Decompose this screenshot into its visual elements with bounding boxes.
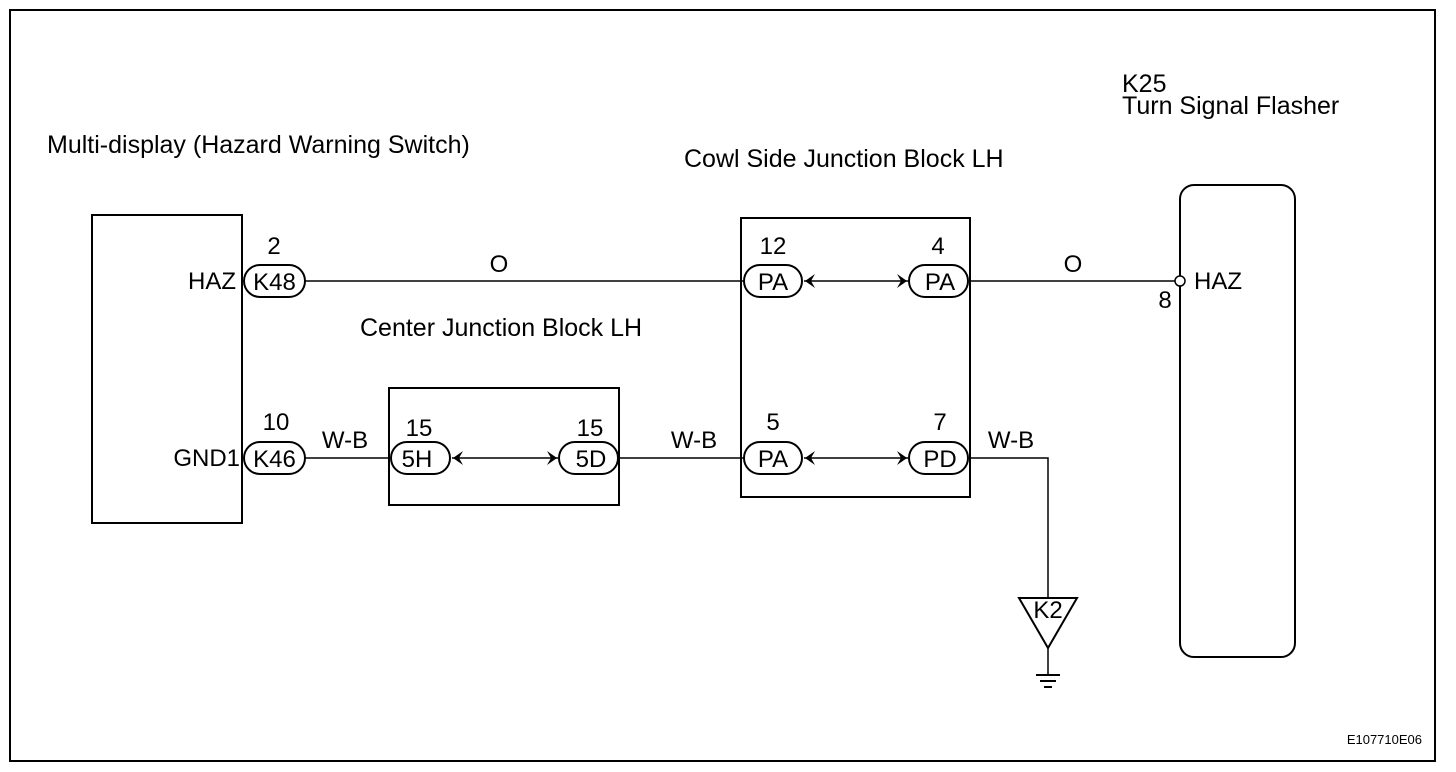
svg-text:5D: 5D — [576, 446, 607, 473]
cw-top-in-pin: 12 — [760, 233, 787, 260]
flasher-title: Turn Signal Flasher — [1122, 92, 1339, 120]
center-jb-box — [388, 387, 620, 506]
flasher-code: K25 — [1122, 70, 1166, 98]
svg-text:PD: PD — [923, 446, 956, 473]
flasher-box — [1179, 184, 1296, 658]
connector-k48: K48 — [243, 264, 306, 298]
wire-color-haz-a: O — [490, 251, 509, 278]
wire-color-gnd-c: W-B — [988, 427, 1034, 454]
cj-in-pin: 15 — [406, 415, 433, 442]
md-gnd-label: GND1 — [173, 445, 240, 472]
multi-display-title: Multi-display (Hazard Warning Switch) — [47, 131, 470, 159]
connector-5h: 5H — [390, 441, 451, 475]
center-jb-title: Center Junction Block LH — [360, 314, 642, 342]
svg-text:PA: PA — [758, 446, 788, 473]
svg-text:PA: PA — [925, 269, 955, 296]
svg-text:5H: 5H — [402, 446, 433, 473]
connector-pa-12: PA — [743, 264, 803, 298]
svg-text:K46: K46 — [253, 446, 296, 473]
figure-id: E107710E06 — [1347, 732, 1422, 747]
connector-pa-4: PA — [908, 264, 969, 298]
connector-k46: K46 — [243, 441, 306, 475]
cw-bot-out-pin: 7 — [933, 409, 946, 436]
cj-out-pin: 15 — [577, 415, 604, 442]
connector-pd-7: PD — [908, 441, 969, 475]
ground-symbol-icon — [1036, 674, 1060, 688]
flasher-haz-terminal — [1174, 275, 1186, 287]
svg-text:K2: K2 — [1033, 597, 1062, 624]
cowl-jb-title: Cowl Side Junction Block LH — [684, 145, 1004, 173]
md-gnd-pin: 10 — [263, 409, 290, 436]
md-haz-label: HAZ — [188, 268, 236, 295]
ground-point-k2: K2 — [1017, 597, 1079, 675]
svg-text:K48: K48 — [253, 269, 296, 296]
wire-gnd-cowl-to-ground — [970, 457, 1049, 598]
svg-text:PA: PA — [758, 269, 788, 296]
multi-display-box — [91, 214, 243, 524]
wire-color-gnd-b: W-B — [671, 427, 717, 454]
wire-color-gnd-a: W-B — [322, 427, 368, 454]
flasher-haz-pin: 8 — [1158, 287, 1171, 314]
connector-5d: 5D — [558, 441, 619, 475]
flasher-haz-label: HAZ — [1194, 268, 1242, 295]
cw-bot-in-pin: 5 — [766, 409, 779, 436]
cw-top-out-pin: 4 — [931, 233, 944, 260]
cowl-jb-box — [740, 217, 971, 498]
wire-color-haz-b: O — [1064, 251, 1083, 278]
diagram-frame — [9, 9, 1436, 762]
md-haz-pin: 2 — [267, 233, 280, 260]
connector-pa-5: PA — [743, 441, 803, 475]
